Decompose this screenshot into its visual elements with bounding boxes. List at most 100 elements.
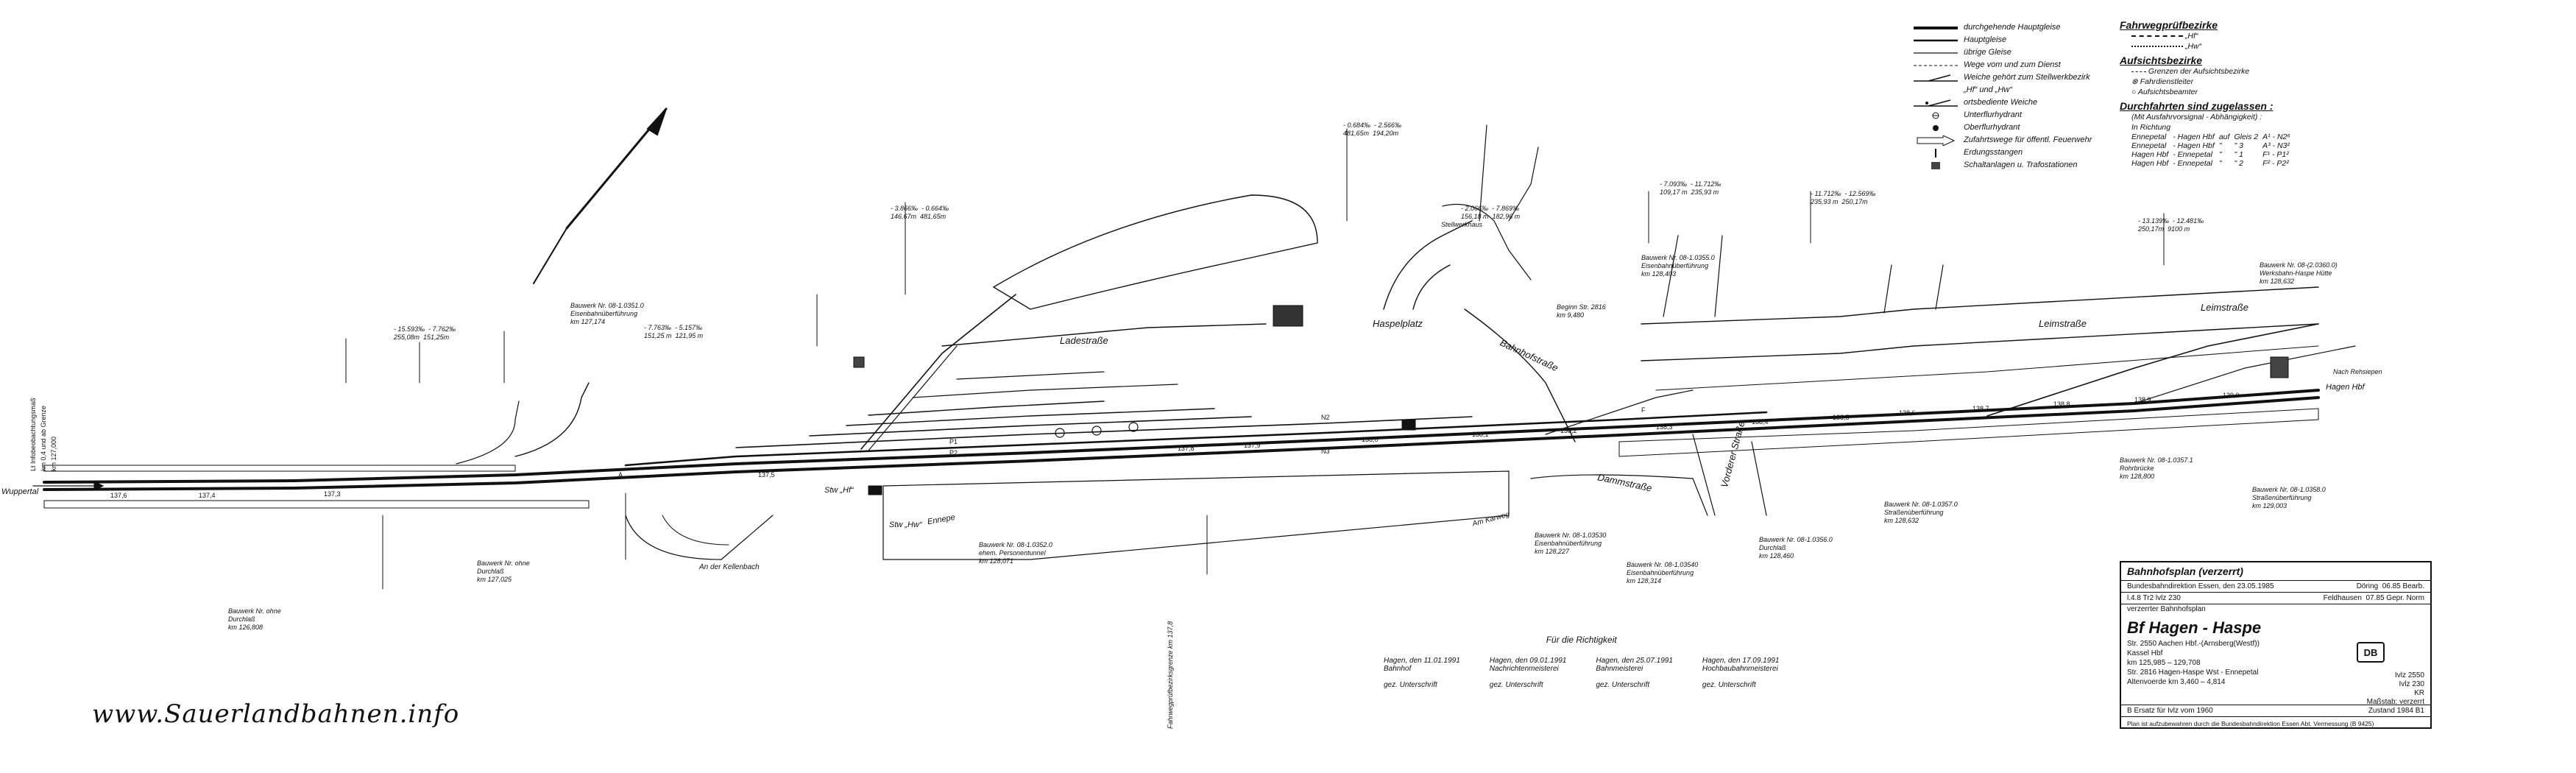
- street-haspelplatz: Haspelplatz: [1373, 318, 1423, 329]
- left-vertical-2: km 0,4 und ab Grenze: [40, 405, 47, 471]
- legend-item: durchgehende Hauptgleise: [1964, 22, 2061, 32]
- left-vertical-1: Lt Infobeobachtungsmaß: [29, 398, 37, 471]
- left-vertical-3: km 127,000: [50, 436, 57, 471]
- fahrweg-title: Fahrwegprüfbezirke: [2120, 19, 2218, 31]
- branch-east-up: [1986, 323, 2319, 417]
- km-mark: 138,6: [1899, 409, 1916, 417]
- db-logo-icon: DB: [2357, 642, 2385, 663]
- side-track-f: [956, 371, 1105, 380]
- direction-east: Hagen Hbf: [2326, 383, 2365, 392]
- gradient-label: - 2.066‰ - 7.869‰156,18 m 182,96 m: [1461, 205, 1521, 220]
- aufsicht-title: Aufsichtsbezirke: [2120, 54, 2203, 66]
- signal-label: N3: [1321, 448, 1330, 455]
- gradient-label: - 7.093‰ - 11.712‰109,17 m 235,93 m: [1660, 180, 1722, 196]
- km-mark: 138,0: [1362, 436, 1379, 443]
- km-mark: 138,2: [1560, 427, 1577, 434]
- signal-label: A: [618, 471, 623, 479]
- station-name: Bf Hagen - Haspe: [2127, 618, 2262, 637]
- signal-label: N2: [1321, 414, 1330, 421]
- legend-item: Wege vom und zum Dienst: [1964, 60, 2061, 69]
- km-mark: 137,3: [324, 490, 341, 498]
- legend-item: Zufahrtswege für öffentl. Feuerwehr: [1964, 135, 2092, 144]
- km-mark: 137,4: [199, 492, 216, 499]
- main-track-3: [624, 411, 1768, 467]
- km-mark: 137,9: [1244, 442, 1261, 449]
- street-ladestrasse: Ladestraße: [1060, 335, 1108, 346]
- gradient-label: - 11.712‰ - 12.569‰235,93 m 250,17m: [1811, 190, 1876, 205]
- signature-block: Für die Richtigkeit Hagen, den 11.01.199…: [1384, 635, 1780, 689]
- street-leimstrasse1: Leimstraße: [2039, 318, 2087, 329]
- stw-hf-label: Stw „Hf“: [824, 486, 854, 495]
- side-track-c: [846, 408, 1215, 426]
- street-leimstrasse2: Leimstraße: [2201, 302, 2249, 313]
- north-arrow-icon: [533, 107, 668, 284]
- legend-right: Fahrwegprüfbezirke „Hf“ „Hw“ Aufsichtsbe…: [2120, 16, 2444, 168]
- branch-east-up2: [2134, 345, 2356, 404]
- structure-label: Bauwerk Nr. 08-(2.0360.0)Werksbahn-Haspe…: [2260, 261, 2338, 285]
- side-track-d: [868, 400, 1105, 416]
- km-mark: 138,4: [1752, 418, 1769, 426]
- legend-item: „Hf“ und „Hw“: [1964, 85, 2013, 94]
- legend-item: Unterflurhydrant: [1964, 110, 2022, 119]
- km-mark: 138,9: [2134, 396, 2151, 403]
- stw-siding: [1545, 389, 1694, 435]
- legend-item: Oberflurhydrant: [1964, 122, 2020, 132]
- watermark: www.Sauerlandbahnen.info: [92, 699, 460, 729]
- direction-east2: Nach Rehsiepen: [2333, 368, 2382, 375]
- signal-label: P1: [949, 438, 958, 445]
- legend: durchgehende Hauptgleise Hauptgleise übr…: [1914, 21, 2252, 171]
- street-kellenbach: An der Kellenbach: [699, 563, 760, 571]
- main-track-1: [43, 389, 2320, 484]
- west-arrow-icon: [32, 481, 105, 491]
- side-track-b: [809, 416, 1252, 437]
- km-mark: 137,6: [110, 492, 127, 499]
- km-mark: 139,0: [2223, 392, 2240, 399]
- signal-label: P2: [949, 449, 958, 456]
- km-mark: 138,1: [1472, 431, 1489, 438]
- branch-north-1: [860, 294, 1016, 450]
- fahrweg-vertical-label: Fahrwegprüfbezirksgrenze km 137,8: [1167, 621, 1174, 729]
- km-mark: 137,8: [1178, 445, 1195, 452]
- legend-item: ortsbediente Weiche: [1964, 97, 2038, 107]
- stellwerk-house-label: Stellwerkhaus: [1441, 221, 1483, 228]
- durch-title: Durchfahrten sind zugelassen :: [2120, 100, 2274, 112]
- legend-item: Schaltanlagen u. Trafostationen: [1964, 160, 2078, 169]
- km-mark: 138,7: [1972, 405, 1989, 412]
- gradient-label: - 0.684‰ - 2.566‰481,65m 194,20m: [1343, 121, 1402, 137]
- legend-item: Weiche gehört zum Stellwerkbezirk: [1964, 72, 2090, 82]
- gradient-label: - 15.593‰ - 7.762‰255,08m 151,25m: [394, 325, 456, 341]
- branch-north-2: [868, 345, 958, 451]
- km-mark: 138,5: [1833, 414, 1850, 421]
- title-head: Bahnhofsplan (verzerrt): [2121, 562, 2430, 581]
- direction-west: Wuppertal: [1, 487, 39, 496]
- main-track-2: [43, 396, 2320, 491]
- branch-west-curve2: [456, 400, 520, 465]
- stw-hw-label: Stw „Hw“: [889, 520, 922, 529]
- signal-label: F: [1641, 406, 1646, 414]
- gradient-label: - 3.866‰ - 0.664‰146,67m 481,65m: [891, 205, 949, 220]
- branch-west-curve: [514, 382, 590, 457]
- side-track-a: [735, 416, 1473, 448]
- km-mark: 137,5: [758, 471, 775, 479]
- km-mark: 138,8: [2053, 400, 2070, 408]
- side-track-e: [912, 384, 1178, 398]
- legend-item: Hauptgleise: [1964, 35, 2007, 44]
